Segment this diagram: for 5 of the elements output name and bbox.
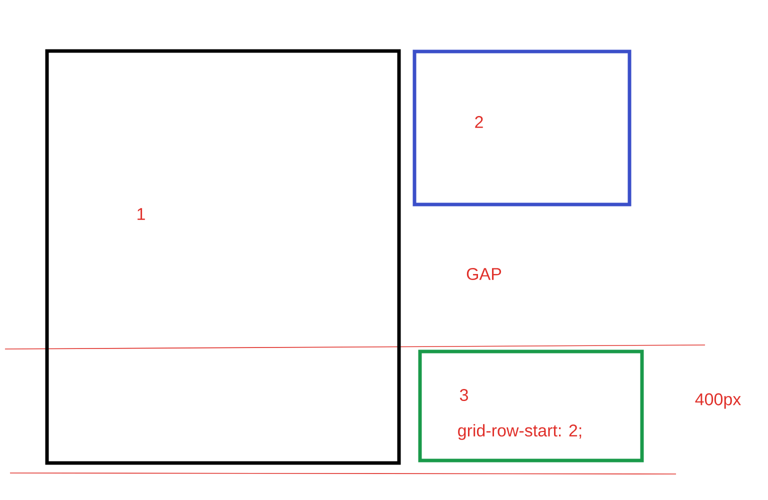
grid-box: 1 xyxy=(45,49,401,465)
text-label: GAP xyxy=(466,268,502,280)
grid-box: 3 grid-row-start: 2; xyxy=(418,350,644,462)
grid-box: 2 xyxy=(412,50,632,206)
text-label: 400px xyxy=(695,393,741,409)
